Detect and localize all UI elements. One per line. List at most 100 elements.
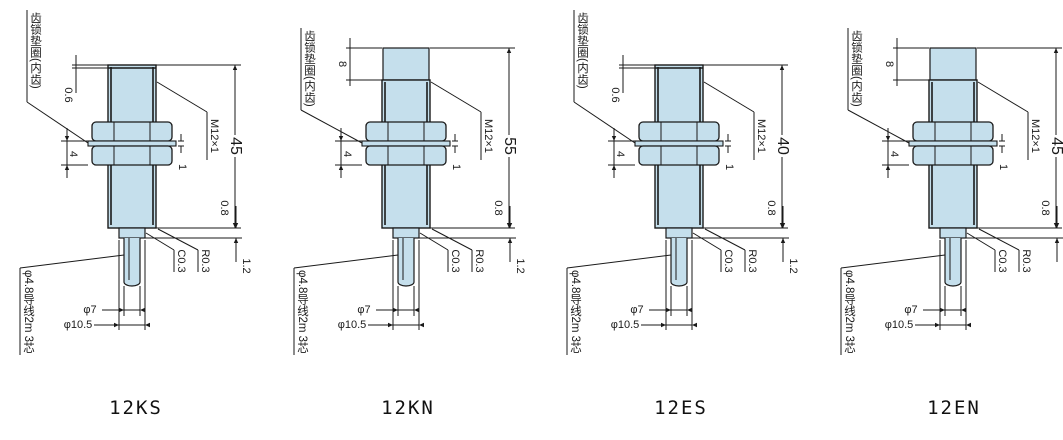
cap-dim-text: 8 — [336, 61, 348, 67]
cable-collar — [939, 227, 967, 239]
arrowhead — [64, 136, 70, 141]
arrowhead — [780, 238, 786, 243]
sensing-cap — [382, 47, 430, 81]
arrowhead — [687, 307, 692, 313]
arrowhead — [145, 322, 150, 328]
arrowhead — [1054, 238, 1060, 243]
radius-text: R0.3 — [199, 249, 211, 272]
arrowhead — [338, 165, 344, 170]
cable-note-text: φ4.8导线2m 3芯 — [843, 270, 856, 354]
cable-note-text: φ4.8导线2m 3芯 — [22, 270, 35, 354]
arrowhead — [119, 307, 124, 313]
caption-12kn: 12KN — [381, 397, 435, 419]
sensor-drawing-12en: 45M12×1148齿锁垫圈(内齿)0.81.2C0.3R0.3φ7φ10.5φ… — [840, 28, 1063, 355]
leader-washer — [300, 109, 363, 144]
cap-dim-text: 0.6 — [62, 87, 74, 102]
arrowhead — [233, 238, 239, 243]
arrowhead — [114, 322, 119, 328]
washer-note-text: 齿锁垫圈(内齿) — [29, 12, 42, 89]
arrowhead — [506, 48, 512, 53]
leader-radius — [431, 228, 473, 251]
nut-gap-text: 1 — [450, 164, 462, 170]
leader-radius — [157, 228, 199, 251]
d-tail-text: φ7 — [630, 304, 643, 316]
thread-text: M12×1 — [755, 119, 767, 153]
dim-total-text: 55 — [501, 137, 518, 155]
thread-text: M12×1 — [208, 119, 220, 153]
leader-thread — [156, 81, 208, 113]
arrowhead — [140, 307, 145, 313]
arrowhead — [611, 165, 617, 170]
lock-washer — [908, 140, 998, 147]
d-tail-text: φ7 — [357, 304, 370, 316]
upper-nut — [638, 121, 720, 142]
upper-nut — [912, 121, 994, 142]
arrowhead — [966, 322, 971, 328]
arrowhead — [419, 322, 424, 328]
nut-dim-text: 4 — [888, 151, 900, 157]
leader-radius — [704, 228, 746, 251]
arrowhead — [611, 136, 617, 141]
dim-total-text: 45 — [227, 137, 244, 155]
arrowhead — [414, 307, 419, 313]
chamfer-text: C0.3 — [996, 249, 1008, 272]
washer-note-text: 齿锁垫圈(内齿) — [303, 30, 316, 107]
arrowhead — [666, 307, 671, 313]
bottom-dim-text: 0.8 — [218, 200, 230, 215]
lower-nut — [912, 145, 994, 166]
nut-gap-text: 1 — [997, 164, 1009, 170]
arrowhead — [338, 136, 344, 141]
sensing-cap — [929, 47, 977, 81]
lock-washer — [634, 140, 724, 147]
thread-text: M12×1 — [482, 119, 494, 153]
dim-text-bg — [1048, 135, 1063, 157]
arrowhead — [779, 65, 785, 70]
lower-nut — [638, 145, 720, 166]
leader-washer — [847, 109, 910, 144]
cable — [397, 238, 415, 287]
cable — [670, 238, 688, 287]
dim-text-bg — [501, 135, 517, 157]
lower-nut — [365, 145, 447, 166]
chamfer-text: C0.3 — [722, 249, 734, 272]
leader-cable — [293, 254, 399, 269]
arrowhead — [885, 165, 891, 170]
leader-cable — [566, 254, 672, 269]
arrowhead — [940, 307, 945, 313]
leader-thread — [703, 81, 755, 113]
radius-text: R0.3 — [746, 249, 758, 272]
bottom-dim-text: 0.8 — [492, 200, 504, 215]
cap-dim-text: 8 — [883, 61, 895, 67]
arrowhead — [780, 223, 786, 228]
arrowhead — [507, 238, 513, 243]
leader-chamfer — [966, 232, 996, 251]
leader-radius — [978, 228, 1020, 251]
cable — [123, 238, 141, 287]
nut-dim-text: 4 — [614, 151, 626, 157]
bottom-dim-text: 0.8 — [1039, 200, 1051, 215]
arrowhead — [1054, 223, 1060, 228]
lock-washer — [361, 140, 451, 147]
caption-12ks: 12KS — [109, 397, 163, 419]
bottom-dim-text: 0.8 — [765, 200, 777, 215]
cable-collar — [665, 227, 693, 239]
washer-note-text: 齿锁垫圈(内齿) — [850, 30, 863, 107]
arrowhead — [507, 223, 513, 228]
d-collar-text: φ10.5 — [611, 319, 640, 331]
dim-total-text: 45 — [1048, 137, 1063, 155]
cable-note-text: φ4.8导线2m 3芯 — [569, 270, 582, 354]
chamfer-text: C0.3 — [449, 249, 461, 272]
dim-text-bg — [227, 135, 243, 157]
arrowhead — [393, 307, 398, 313]
arrowhead — [961, 307, 966, 313]
lock-washer — [87, 140, 177, 147]
cable-collar — [392, 227, 420, 239]
leader-cable — [840, 254, 946, 269]
caption-12es: 12ES — [654, 397, 708, 419]
washer-note-text: 齿锁垫圈(内齿) — [576, 12, 589, 89]
leader-washer — [573, 101, 636, 144]
arrowhead — [692, 322, 697, 328]
